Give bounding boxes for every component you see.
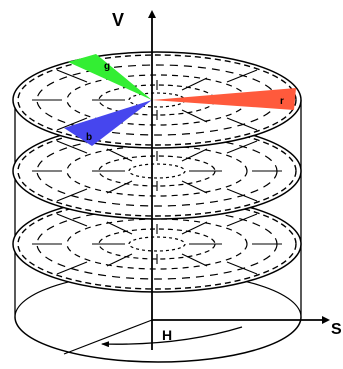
- s-axis-label: S: [331, 321, 342, 338]
- b-label: b: [86, 132, 92, 143]
- hue-reference-line: [63, 319, 153, 355]
- red-vector: [152, 88, 296, 110]
- hue-arrow: [101, 326, 243, 348]
- r-label: r: [280, 96, 284, 107]
- h-label: H: [162, 327, 172, 343]
- green-vector: [68, 54, 152, 100]
- g-label: g: [104, 61, 110, 72]
- v-axis-label: V: [112, 10, 124, 30]
- blue-vector: [64, 100, 152, 146]
